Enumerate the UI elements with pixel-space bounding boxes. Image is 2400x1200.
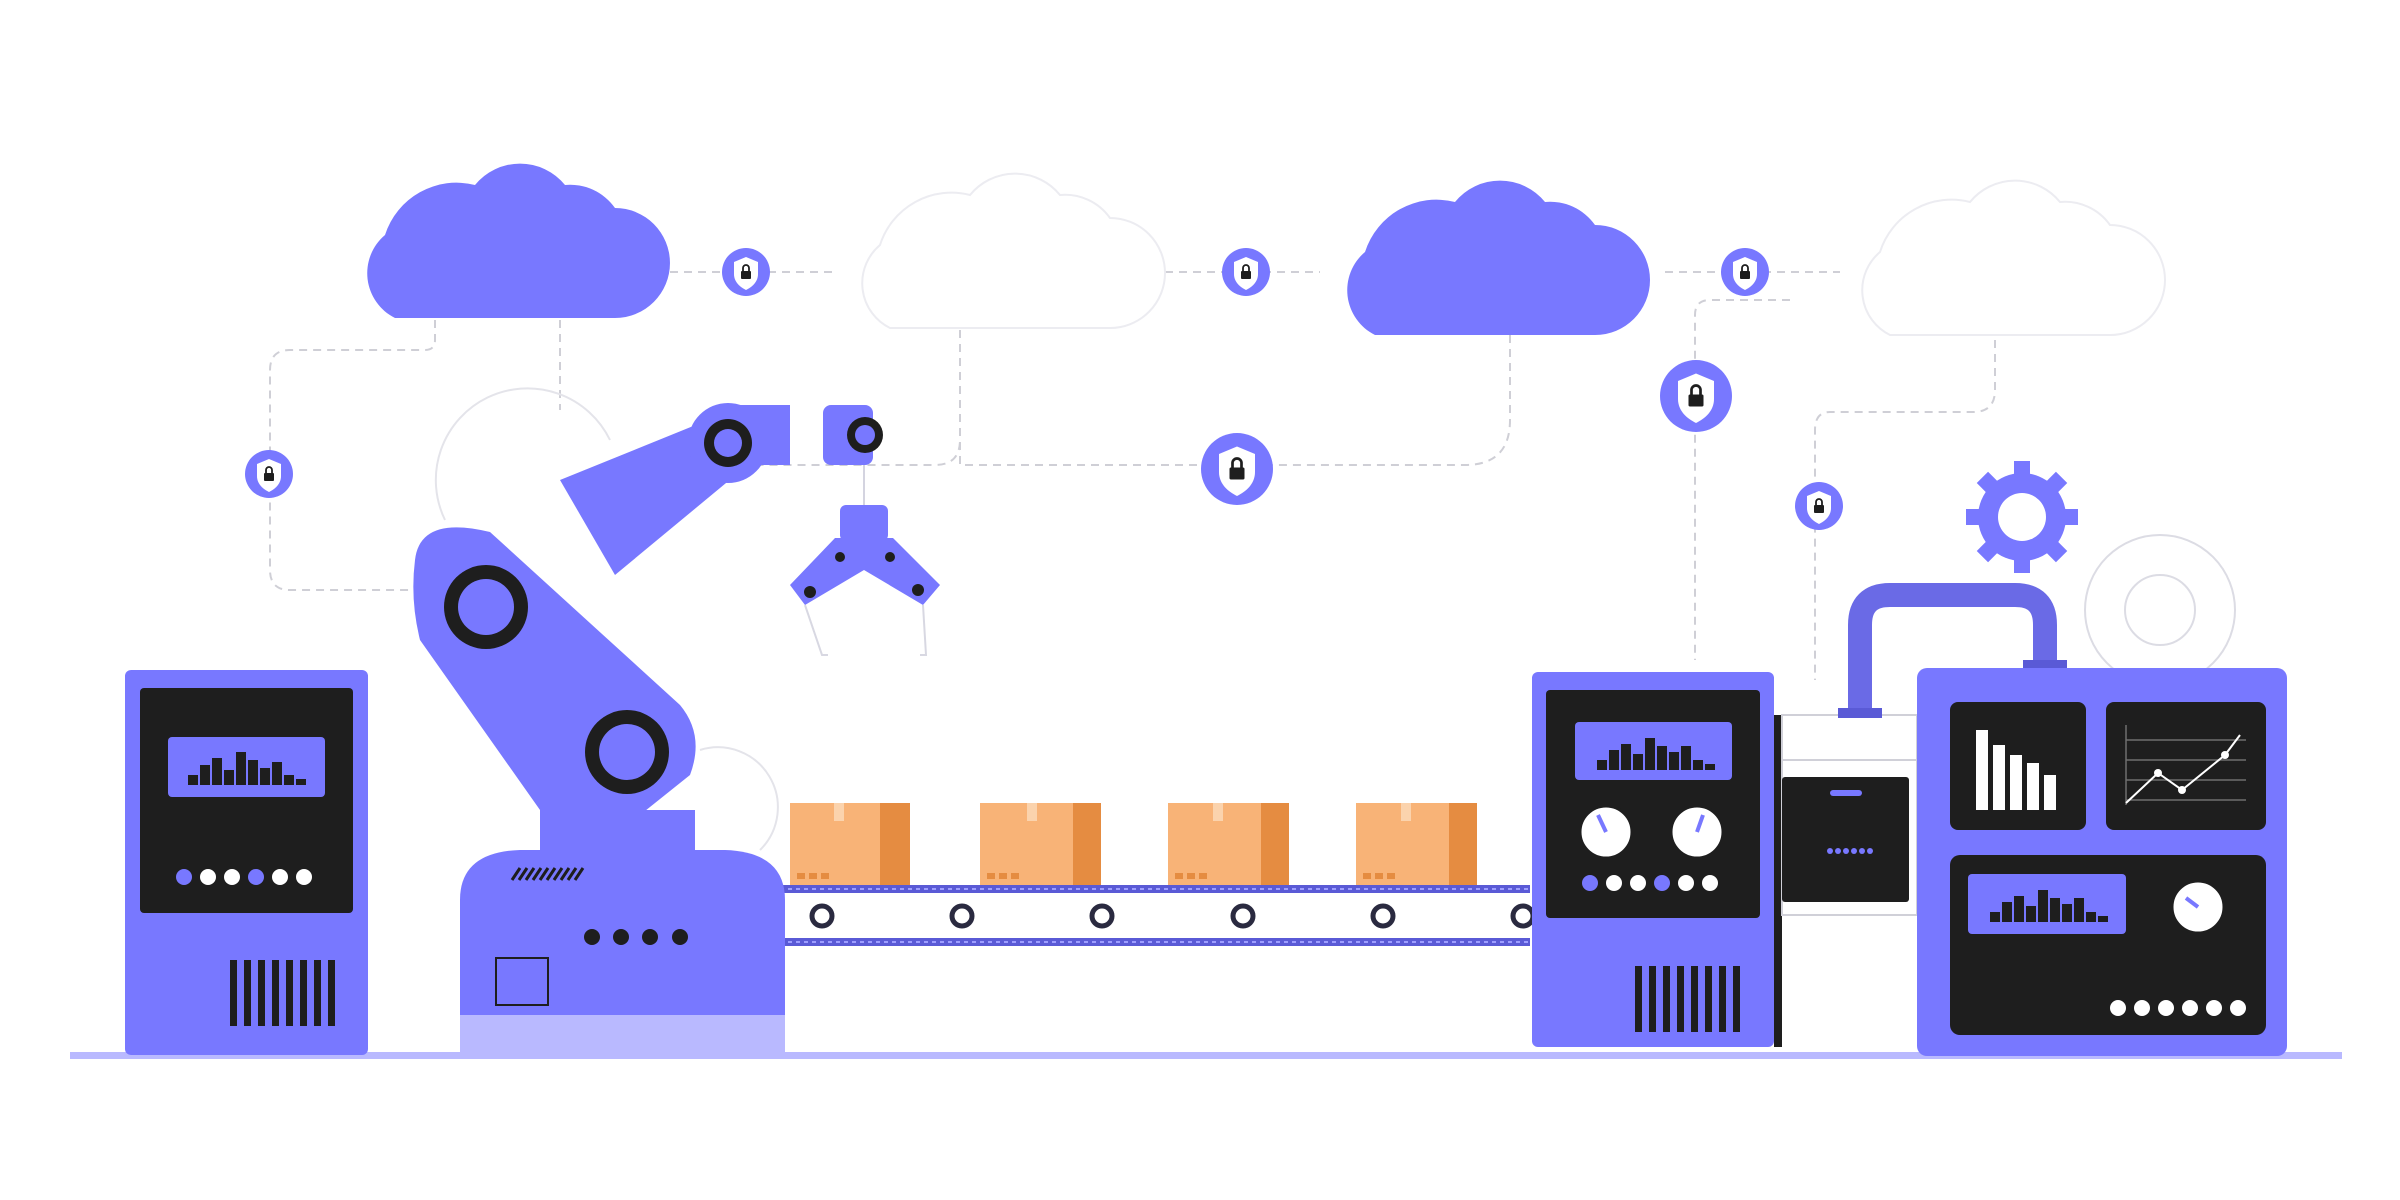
- gauge-icon: [1669, 804, 1725, 860]
- shield-lock-icon: [1660, 360, 1732, 432]
- conveyor-rollers: [809, 903, 1536, 929]
- right-control-machine: [1532, 672, 1782, 1047]
- indicator-lights: [1582, 875, 1718, 891]
- cloud-icon: [1347, 180, 1650, 335]
- shield-lock-icon: [1795, 482, 1843, 530]
- package-box-icon: [790, 803, 910, 885]
- bar-chart-icon: [1976, 730, 2056, 810]
- left-control-machine: [125, 670, 368, 1055]
- shield-lock-icon: [1222, 248, 1270, 296]
- robotic-arm-icon: [413, 403, 940, 1058]
- package-box-icon: [1356, 803, 1477, 885]
- floor-line: [70, 1052, 2342, 1059]
- package-box-icon: [980, 803, 1101, 885]
- gear-icon: [2084, 534, 2236, 686]
- gear-icon: [1966, 461, 2078, 573]
- gauge-icon: [1578, 804, 1634, 860]
- shield-lock-icon: [1201, 433, 1273, 505]
- connector-unit: [1781, 714, 1918, 916]
- shield-lock-icon: [722, 248, 770, 296]
- cloud-icon: [367, 163, 670, 318]
- cloud-icon: [1861, 179, 2166, 336]
- equalizer-bars: [1990, 890, 2108, 922]
- pipe: [1838, 583, 2067, 718]
- line-chart-panel: [2106, 702, 2266, 830]
- vent-grille: [1635, 966, 1740, 1032]
- line-chart-icon: [2125, 725, 2246, 805]
- cloud-icon: [861, 172, 1166, 329]
- indicator-lights: [176, 869, 312, 885]
- equalizer-bars: [188, 752, 306, 785]
- network-connections: [269, 271, 1996, 680]
- shield-lock-icon: [245, 450, 293, 498]
- analytics-dashboard-machine: [1917, 668, 2287, 1056]
- gear-outline-left: [434, 387, 611, 521]
- vent-slots: [510, 867, 585, 881]
- indicator-lights: [2110, 1000, 2246, 1016]
- shield-lock-icon: [1721, 248, 1769, 296]
- conveyor-belt: [780, 885, 1536, 946]
- equalizer-bars: [1597, 738, 1715, 770]
- gauge-icon: [2170, 879, 2226, 935]
- vent-grille: [230, 960, 335, 1026]
- equalizer-display: [168, 737, 325, 797]
- gear-outline-left: [699, 746, 779, 851]
- package-box-icon: [1168, 803, 1289, 885]
